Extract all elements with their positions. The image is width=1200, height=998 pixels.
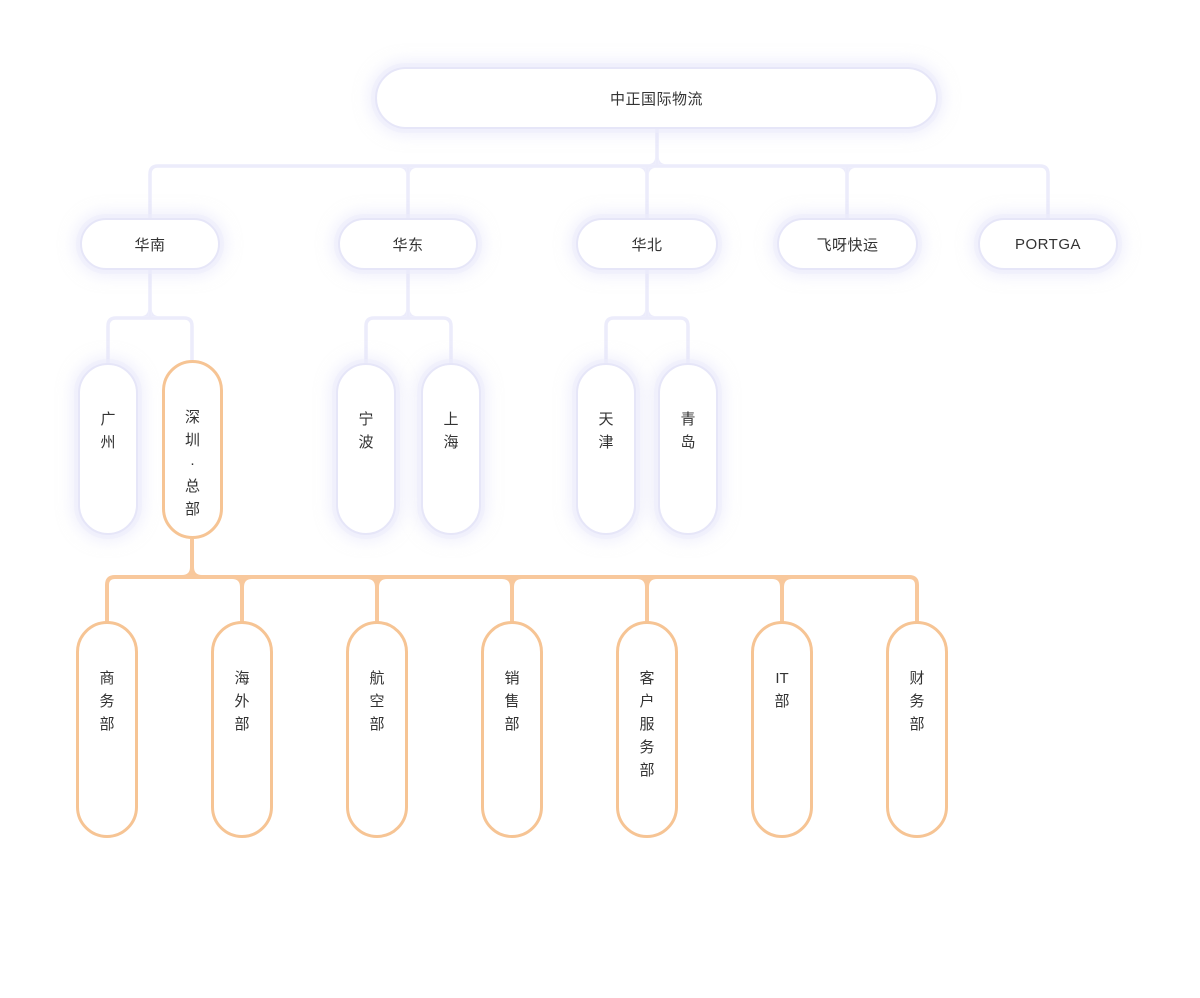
org-node-aviation-dept[interactable]: 航 空 部 (346, 621, 408, 838)
org-node-portga[interactable]: PORTGA (978, 218, 1118, 270)
org-node-qingdao[interactable]: 青 岛 (658, 363, 718, 535)
org-node-feiya-express[interactable]: 飞呀快运 (777, 218, 918, 270)
org-node-finance-dept[interactable]: 财 务 部 (886, 621, 948, 838)
org-node-shenzhen-hq[interactable]: 深 圳 · 总 部 (162, 360, 223, 539)
org-node-south-china[interactable]: 华南 (80, 218, 220, 270)
org-node-sales-dept[interactable]: 销 售 部 (481, 621, 543, 838)
org-node-business-dept[interactable]: 商 务 部 (76, 621, 138, 838)
org-node-north-china[interactable]: 华北 (576, 218, 718, 270)
org-node-ningbo[interactable]: 宁 波 (336, 363, 396, 535)
org-node-it-dept[interactable]: IT 部 (751, 621, 813, 838)
org-node-guangzhou[interactable]: 广 州 (78, 363, 138, 535)
org-node-customer-service-dept[interactable]: 客 户 服 务 部 (616, 621, 678, 838)
org-node-tianjin[interactable]: 天 津 (576, 363, 636, 535)
org-node-east-china[interactable]: 华东 (338, 218, 478, 270)
org-node-root[interactable]: 中正国际物流 (375, 67, 938, 129)
org-node-shanghai[interactable]: 上 海 (421, 363, 481, 535)
org-node-overseas-dept[interactable]: 海 外 部 (211, 621, 273, 838)
